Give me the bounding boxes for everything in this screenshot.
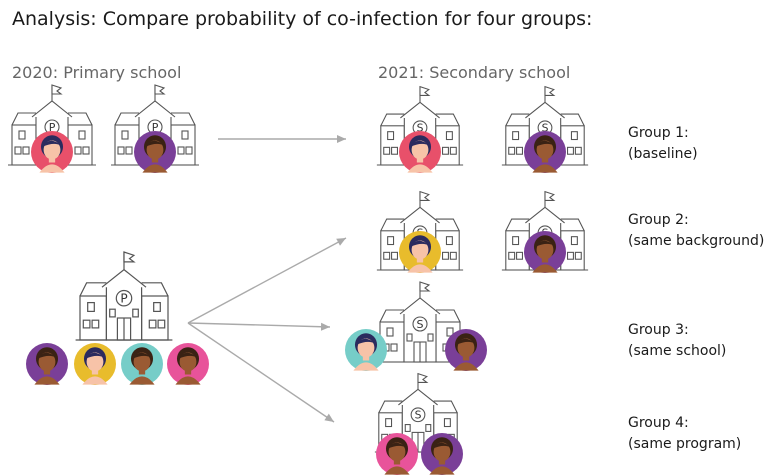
group-3-title: Group 3:: [628, 322, 689, 338]
primary-school-3-icon: P: [75, 251, 173, 341]
person-yellow-g2: [399, 231, 441, 273]
school-letter: S: [415, 409, 422, 422]
school-letter: S: [542, 122, 549, 135]
group-3-label: Group 3: (same school): [628, 320, 726, 362]
group-4-desc: (same program): [628, 436, 742, 452]
school-letter: P: [49, 121, 56, 134]
school-letter: S: [417, 122, 424, 135]
year-label-primary: 2020: Primary school: [12, 63, 182, 82]
group-4-title: Group 4:: [628, 415, 689, 431]
group-2-desc: (same background): [628, 233, 765, 249]
arrow-to-group-4: [187, 322, 335, 423]
group-1-label: Group 1: (baseline): [628, 123, 698, 165]
group-2-label: Group 2: (same background): [628, 210, 764, 252]
page-title: Analysis: Compare probability of co-infe…: [12, 8, 593, 30]
group-1-title: Group 1:: [628, 125, 689, 141]
arrow-to-group-2: [187, 237, 347, 324]
person-magenta-p3: [167, 343, 209, 385]
group-3-desc: (same school): [628, 343, 727, 359]
person-yellow-p3: [74, 343, 116, 385]
arrow-to-group-3: [187, 322, 331, 331]
school-letter: P: [120, 292, 127, 306]
person-teal-g3: [345, 329, 387, 371]
people-layer: [26, 131, 566, 475]
group-2-title: Group 2:: [628, 212, 689, 228]
person-teal-p3: [121, 343, 163, 385]
person-purple-g4: [421, 433, 463, 475]
person-purple-p3: [26, 343, 68, 385]
primary-school-1-icon: P: [8, 84, 96, 166]
person-purple-g2: [524, 231, 566, 273]
group-4-label: Group 4: (same program): [628, 413, 741, 455]
person-magenta-g4: [376, 433, 418, 475]
person-purple-g3: [445, 329, 487, 371]
person-purple-2020: [134, 131, 176, 173]
year-label-secondary: 2021: Secondary school: [378, 63, 571, 82]
group-1-desc: (baseline): [628, 146, 698, 162]
school-letter: P: [152, 121, 159, 134]
person-pink-g1: [399, 131, 441, 173]
person-pink-2020: [31, 131, 73, 173]
school-letter: S: [417, 318, 424, 331]
person-purple-g1: [524, 131, 566, 173]
arrows-layer: [187, 135, 347, 423]
